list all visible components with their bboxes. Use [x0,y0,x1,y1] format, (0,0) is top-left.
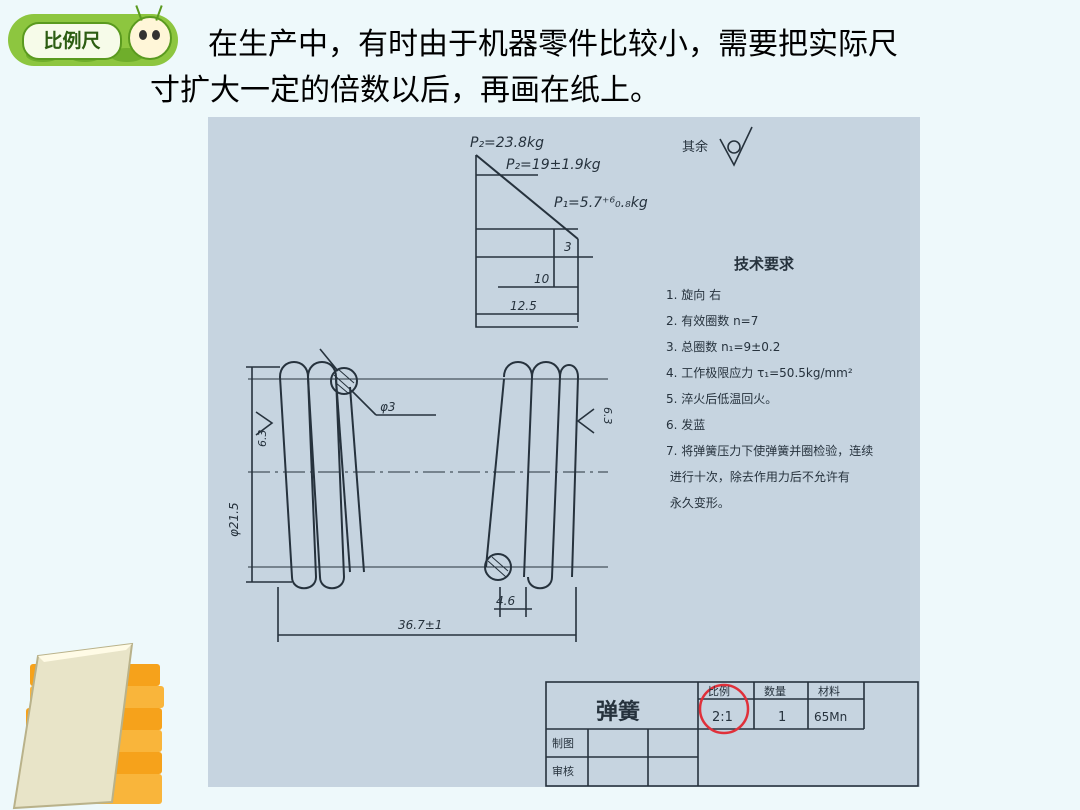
tech-item: 2. 有效圈数 n=7 [666,313,758,328]
part-name: 弹簧 [596,699,640,725]
surface-finish-mark [719,126,753,167]
scale-value: 2:1 [712,710,733,725]
caterpillar-face-icon [128,5,172,60]
tech-item: 5. 淬火后低温回火。 [666,391,777,406]
finish-mark-left [255,411,274,436]
surface-note: 其余 [682,139,708,155]
dim-wire: φ3 [380,400,396,414]
book-cover-edge [38,644,132,662]
eye [139,30,147,40]
header-material: 材料 [818,684,840,698]
wire-leader [319,348,339,372]
drawn-label: 制图 [552,737,574,750]
antenna [155,5,163,21]
dim-pitch: 4.6 [496,594,515,608]
dim-10: 10 [534,272,550,286]
header-scale: 比例 [708,684,730,698]
intro-line-1: 在生产中，有时由于机器零件比较小，需要把实际尺 [208,27,898,62]
badge-label: 比例尺 [22,22,122,60]
load-p2: P₂=19±1.9kg [506,157,601,173]
dim-12-5: 12.5 [510,299,537,313]
checked-label: 审核 [552,764,574,778]
tech-item: 6. 发蓝 [666,417,705,432]
dim-length: 36.7±1 [398,618,442,632]
intro-paragraph: 在生产中，有时由于机器零件比较小，需要把实际尺 寸扩大一定的倍数以后，再画在纸上… [150,22,1050,114]
tech-item: 7. 将弹簧压力下使弹簧并圈检验，连续 [666,443,873,458]
wire-section-right [484,553,512,581]
tech-item: 永久变形。 [666,495,730,510]
coil-left-2 [306,361,346,590]
title-block-frame [545,681,919,787]
tech-item: 4. 工作极限应力 τ₁=50.5kg/mm² [666,365,853,380]
intro-line-2: 寸扩大一定的倍数以后，再画在纸上。 [150,73,660,108]
qty-value: 1 [778,710,786,725]
tech-item: 进行十次，除去作用力后不允许有 [666,469,850,484]
scale-highlight-circle [698,683,750,735]
dim-3: 3 [564,240,572,254]
coil-left-1 [278,361,318,590]
wire-leader [351,390,377,416]
load-p3: P₁=5.7⁺⁶₀.₈kg [554,195,648,211]
tech-title: 技术要求 [734,255,795,273]
coil-right-3 [559,364,580,578]
coil-left-4 [349,386,365,573]
tech-item: 1. 旋向 右 [666,287,721,302]
tech-item: 3. 总圈数 n₁=9±0.2 [666,339,780,354]
wire-hatch [333,368,355,394]
books-stack-icon [12,642,164,810]
coil-left-3 [335,378,351,573]
load-p1: P₂=23.8kg [470,135,544,151]
tech-requirements: 1. 旋向 右 2. 有效圈数 n=7 3. 总圈数 n₁=9±0.2 4. 工作极限… [666,287,873,510]
surface-finish-circle [727,140,741,154]
load-diagram-axes [475,155,578,328]
header-qty: 数量 [764,685,786,698]
eye [152,30,160,40]
spring-drawing: P₂=23.8kg P₂=19±1.9kg P₁=5.7⁺⁶₀.₈kg 3 10… [208,117,920,787]
wire-section-left [330,367,358,395]
finish-right-value: 6.3 [601,407,614,425]
dim-od: φ21.5 [227,502,241,537]
load-line [475,154,579,240]
material-value: 65Mn [814,710,847,724]
finish-left-value: 6.3 [256,430,269,448]
coil-right-4 [485,378,505,568]
finish-mark-right [576,408,595,434]
caterpillar-badge: 比例尺 [0,0,190,76]
wire-hatch [487,556,509,578]
